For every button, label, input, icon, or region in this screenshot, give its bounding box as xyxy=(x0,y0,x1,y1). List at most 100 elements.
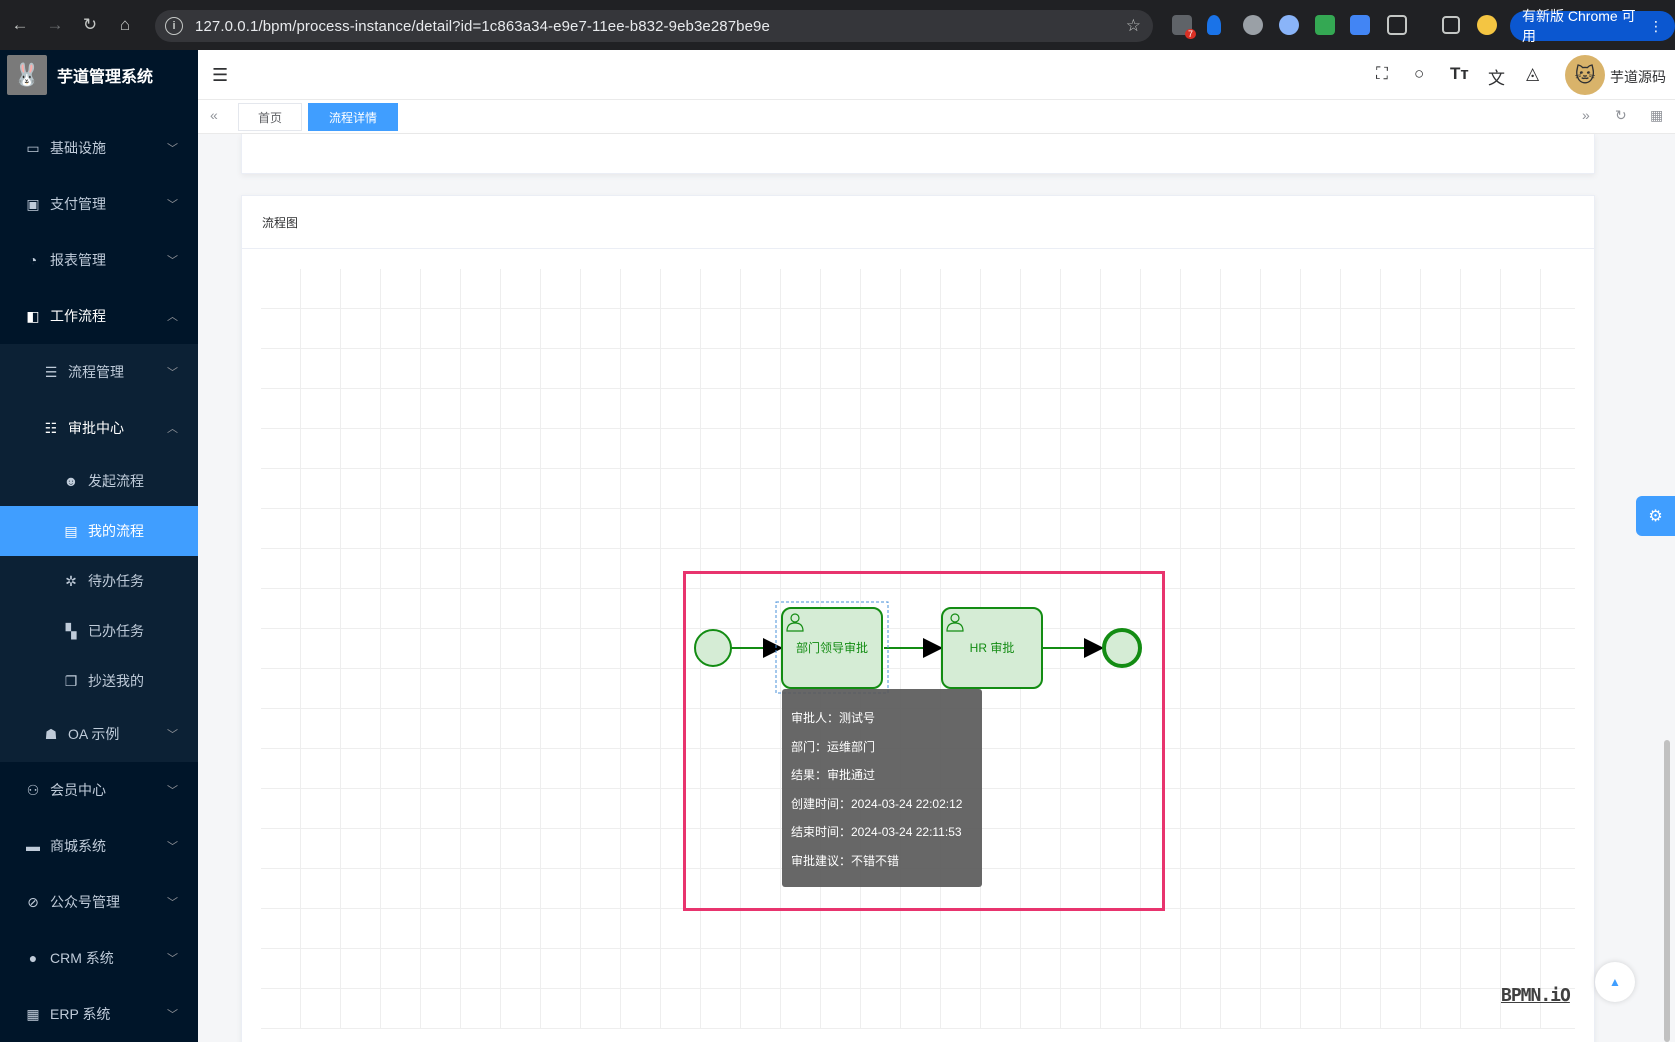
menu-crm[interactable]: ● CRM 系统 ﹀ xyxy=(0,930,198,986)
chevrons-right-icon[interactable]: » xyxy=(1582,107,1590,123)
profile-avatar-icon[interactable] xyxy=(1477,15,1497,35)
chrome-update-label: 有新版 Chrome 可用 xyxy=(1522,8,1636,44)
extension-diamond-icon[interactable] xyxy=(1207,15,1221,35)
extension-circle-icon[interactable] xyxy=(1279,15,1299,35)
grid-icon[interactable]: ▦ xyxy=(1650,107,1664,123)
bpmn-io-watermark[interactable]: BPMN.iO xyxy=(1501,985,1571,1006)
menu-report[interactable]: ◔ 报表管理 ﹀ xyxy=(0,232,198,288)
chevron-down-icon: ﹀ xyxy=(167,255,178,267)
chevron-down-icon: ﹀ xyxy=(167,841,178,853)
diagram-card-title: 流程图 xyxy=(242,196,1594,249)
menu-workflow[interactable]: ◧ 工作流程 ︿ xyxy=(0,288,198,344)
more-vert-icon: ⋮ xyxy=(1649,17,1663,34)
chevron-down-icon: ﹀ xyxy=(167,199,178,211)
user-task-icon xyxy=(786,613,804,632)
tag-label: 首页 xyxy=(257,110,282,125)
popup-dept: 部门：运维部门 xyxy=(791,739,876,754)
popup-approver: 审批人：测试号 xyxy=(791,711,876,725)
tags-view: « 首页 流程详情 » ↻ ▦ xyxy=(198,100,1675,134)
site-info-icon[interactable]: i xyxy=(165,17,183,35)
fullscreen-icon[interactable]: ⛶ xyxy=(1376,64,1388,83)
side-panel-icon[interactable] xyxy=(1442,16,1460,34)
end-event[interactable] xyxy=(1102,628,1142,668)
menu-label: ERP 系统 xyxy=(50,1006,111,1022)
menu-label: 工作流程 xyxy=(50,308,106,324)
people-icon: ☗ xyxy=(44,725,58,742)
popup-created: 创建时间：2024-03-24 22:02:12 xyxy=(791,796,963,811)
browser-chrome: ← → ↻ ⌂ i 127.0.0.1/bpm/process-instance… xyxy=(0,0,1675,50)
tag-home[interactable]: 首页 xyxy=(238,103,302,131)
server-icon: ☷ xyxy=(44,419,58,436)
chevron-up-icon: ︿ xyxy=(167,311,178,323)
tag-label: 流程详情 xyxy=(328,110,377,125)
menu-label: 支付管理 xyxy=(50,196,106,212)
back-icon[interactable]: ← xyxy=(11,15,29,34)
extension-grid-icon[interactable]: 7 xyxy=(1172,15,1196,39)
user-task-hr[interactable] xyxy=(941,607,1043,689)
extension-badge: 7 xyxy=(1184,29,1196,39)
back-to-top-button[interactable]: ▲ xyxy=(1595,962,1635,1002)
store-icon: ▦ xyxy=(26,1005,40,1022)
menu-mp[interactable]: ⊘ 公众号管理 ﹀ xyxy=(0,874,198,930)
smile-icon: ☻ xyxy=(63,473,79,489)
menu-cc[interactable]: ❐ 抄送我的 xyxy=(0,656,198,706)
brand[interactable]: 🐰 芋道管理系统 xyxy=(0,50,198,100)
translate-icon[interactable]: 文 xyxy=(1488,69,1505,88)
forward-icon[interactable]: → xyxy=(46,15,64,34)
menu-label: OA 示例 xyxy=(68,726,120,742)
reload-icon[interactable]: ↻ xyxy=(82,15,98,34)
workflow-icon: ◧ xyxy=(26,307,40,324)
chevron-down-icon: ﹀ xyxy=(167,953,178,965)
bell-icon[interactable]: ◬ xyxy=(1526,64,1540,83)
chevron-down-icon: ﹀ xyxy=(167,785,178,797)
task2-label: HR 审批 xyxy=(970,640,1015,655)
font-size-icon[interactable]: Tт xyxy=(1450,64,1469,83)
chevrons-left-icon[interactable]: « xyxy=(210,107,218,123)
address-bar[interactable]: i 127.0.0.1/bpm/process-instance/detail?… xyxy=(155,10,1153,42)
chrome-update-button[interactable]: 有新版 Chrome 可用 ⋮ xyxy=(1510,8,1675,44)
menu-label: 审批中心 xyxy=(68,420,124,436)
extensions-icon[interactable] xyxy=(1387,15,1407,35)
menu-erp[interactable]: ▦ ERP 系统 ﹀ xyxy=(0,986,198,1042)
search-icon[interactable]: ○ xyxy=(1414,64,1425,83)
extension-layers-icon[interactable] xyxy=(1350,15,1370,35)
settings-gear-icon[interactable]: ⚙ xyxy=(1636,496,1675,536)
menu-done[interactable]: ▚ 已办任务 xyxy=(0,606,198,656)
menu-process-mgmt[interactable]: ☰ 流程管理 ﹀ xyxy=(0,344,198,400)
menu-member[interactable]: ⚇ 会员中心 ﹀ xyxy=(0,762,198,818)
compass-icon: ⊘ xyxy=(27,893,39,910)
menu-todo[interactable]: ✲ 待办任务 xyxy=(0,556,198,606)
page-scrollbar[interactable] xyxy=(1664,740,1670,1042)
menu-my-process[interactable]: ▤ 我的流程 xyxy=(0,506,198,556)
user-avatar[interactable]: 🐱 xyxy=(1565,55,1605,95)
menu-mall[interactable]: ▬ 商城系统 ﹀ xyxy=(0,818,198,874)
menu-label: 基础设施 xyxy=(50,140,106,156)
menu-pay[interactable]: ▣ 支付管理 ﹀ xyxy=(0,176,198,232)
refresh-icon[interactable]: ↻ xyxy=(1615,107,1627,123)
monitor-icon: ▭ xyxy=(26,139,40,156)
menu-oa[interactable]: ☗ OA 示例 ﹀ xyxy=(0,706,198,762)
chevron-down-icon: ﹀ xyxy=(167,1009,178,1021)
pie-chart-icon: ◔ xyxy=(28,252,38,268)
bookmark-star-icon[interactable]: ☆ xyxy=(1125,16,1141,35)
user-name[interactable]: 芋道源码 xyxy=(1610,69,1666,85)
wallet-icon: ▣ xyxy=(26,195,40,212)
chevron-up-icon: ︿ xyxy=(167,423,178,435)
sidebar: 🐰 芋道管理系统 ▭ 基础设施 ﹀ ▣ 支付管理 ﹀ ◔ 报表管理 ﹀ ◧ 工作… xyxy=(0,50,198,1042)
menu-infra[interactable]: ▭ 基础设施 ﹀ xyxy=(0,120,198,176)
gear-icon: ✲ xyxy=(65,572,77,589)
user-task-dept-leader[interactable] xyxy=(781,607,883,689)
menu-start-process[interactable]: ☻ 发起流程 xyxy=(0,456,198,506)
list-icon: ☰ xyxy=(44,363,58,380)
menu-label: 发起流程 xyxy=(88,473,144,489)
user-task-icon xyxy=(946,613,964,632)
hamburger-icon[interactable]: ☰ xyxy=(212,65,229,85)
extension-globe-icon[interactable] xyxy=(1243,15,1263,35)
extension-puzzle-green-icon[interactable] xyxy=(1315,15,1335,35)
url-text: 127.0.0.1/bpm/process-instance/detail?id… xyxy=(195,17,770,35)
menu-approval-center[interactable]: ☷ 审批中心 ︿ xyxy=(0,400,198,456)
home-icon[interactable]: ⌂ xyxy=(119,15,131,34)
top-header: ☰ ⛶ ○ Tт 文 ◬ 🐱 芋道源码 xyxy=(198,50,1675,100)
tag-process-detail[interactable]: 流程详情 xyxy=(308,103,398,131)
